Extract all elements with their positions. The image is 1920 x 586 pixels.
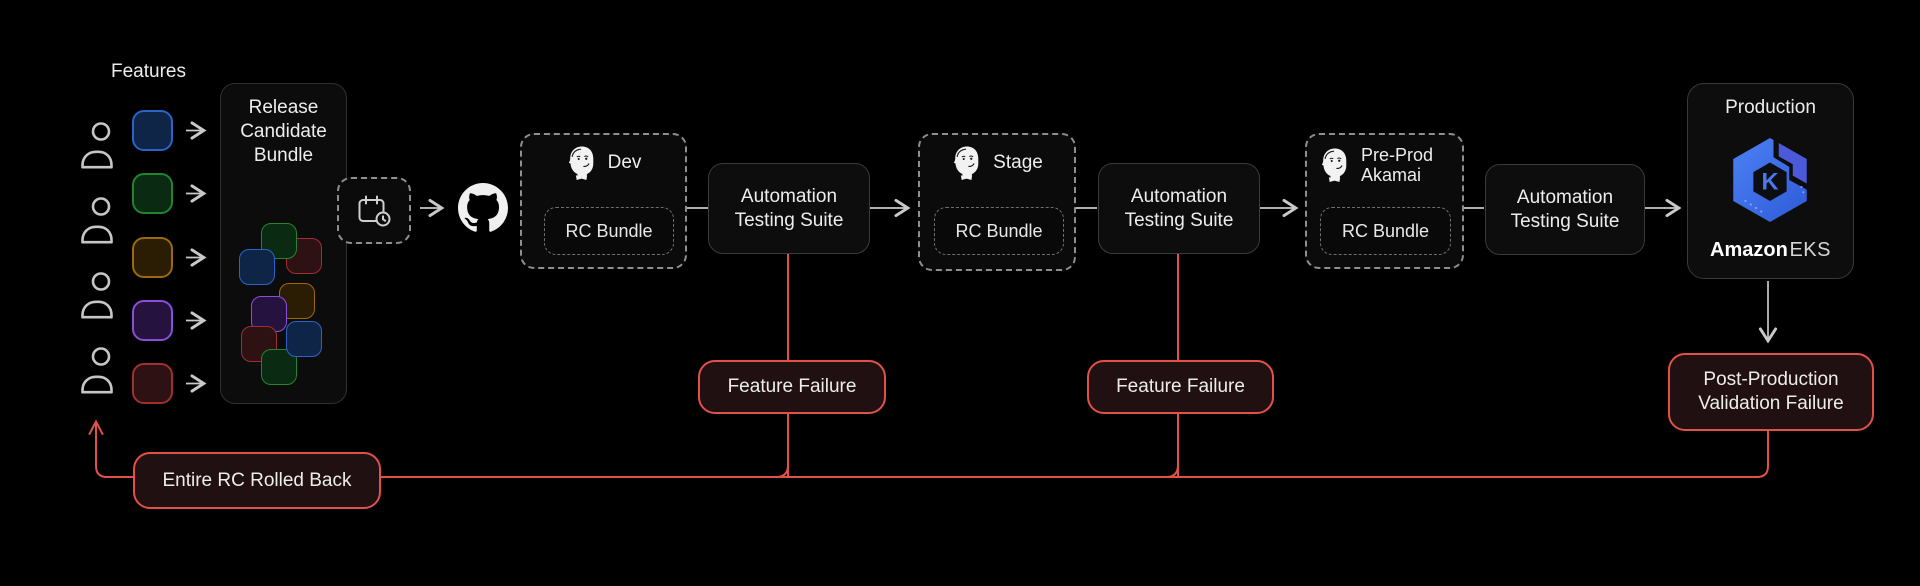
- env-name: Dev: [607, 152, 642, 173]
- person-icon: [81, 347, 113, 394]
- ats-line2: Testing Suite: [1124, 209, 1234, 231]
- production-node: Production K Amazon EKS: [1687, 83, 1854, 279]
- feature-square-purple: [132, 300, 173, 341]
- rc-bundle-chip: RC Bundle: [1341, 220, 1430, 241]
- env-name: Stage: [993, 152, 1043, 173]
- rc-bundle-chip: RC Bundle: [955, 220, 1043, 241]
- jenkins-icon: [568, 146, 593, 180]
- person-icon: [81, 122, 113, 169]
- feature-failure-label: Feature Failure: [1116, 376, 1245, 397]
- ats-line1: Automation: [1130, 185, 1228, 207]
- ats-line1: Automation: [1516, 186, 1614, 208]
- github-icon: [458, 183, 508, 232]
- env-name-line1: Pre-Prod: [1361, 145, 1434, 165]
- env-node-dev: Dev RC Bundle: [520, 133, 687, 269]
- feature-failure-node-2: Feature Failure: [1087, 360, 1274, 414]
- eks-text: EKS: [1789, 239, 1831, 261]
- amazon-text: Amazon: [1710, 239, 1788, 261]
- feature-square-red: [132, 363, 173, 404]
- amazon-eks-logo: K: [1733, 138, 1807, 222]
- person-icon: [81, 272, 113, 319]
- feature-square-blue: [132, 110, 173, 151]
- calendar-clock-icon: [358, 195, 391, 226]
- flow-paths: [186, 121, 1778, 393]
- rollback-node: Entire RC Rolled Back: [133, 452, 381, 509]
- ppvf-line1: Post-Production: [1703, 369, 1839, 390]
- amazon-eks-wordmark: Amazon EKS: [1688, 239, 1853, 262]
- scheduler-node: [337, 177, 411, 244]
- mini-square: [286, 321, 322, 357]
- ats-line1: Automation: [740, 185, 838, 207]
- release-candidate-bundle-node: Release Candidate Bundle: [220, 83, 347, 404]
- rollback-line: [95, 423, 1769, 478]
- automation-testing-suite-node: Automation Testing Suite: [1485, 164, 1645, 255]
- ats-line2: Testing Suite: [1510, 210, 1620, 232]
- person-icon: [81, 197, 113, 244]
- ats-line2: Testing Suite: [734, 209, 844, 231]
- feature-failure-label: Feature Failure: [727, 376, 857, 397]
- mini-square: [239, 249, 275, 285]
- post-production-failure-node: Post-Production Validation Failure: [1668, 353, 1874, 431]
- automation-testing-suite-node: Automation Testing Suite: [708, 163, 870, 254]
- features-label: Features: [111, 61, 186, 82]
- jenkins-icon: [953, 146, 979, 180]
- eks-k-letter: K: [1761, 170, 1778, 196]
- feature-square-green: [132, 173, 173, 214]
- rollback-label: Entire RC Rolled Back: [162, 469, 352, 491]
- automation-testing-suite-node: Automation Testing Suite: [1098, 163, 1260, 254]
- env-node-preprod-akamai: Pre-Prod Akamai RC Bundle: [1305, 133, 1464, 269]
- rollback-arrowhead: [88, 419, 104, 435]
- feature-square-orange: [132, 237, 173, 278]
- rc-bundle-title: Release Candidate Bundle: [240, 97, 327, 166]
- jenkins-icon: [1321, 148, 1347, 182]
- env-node-stage: Stage RC Bundle: [918, 133, 1076, 271]
- feature-failure-node-1: Feature Failure: [698, 360, 886, 414]
- rc-bundle-chip: RC Bundle: [565, 220, 653, 241]
- ppvf-line2: Validation Failure: [1698, 393, 1844, 414]
- env-name-line2: Akamai: [1361, 165, 1422, 185]
- production-label: Production: [1725, 97, 1816, 118]
